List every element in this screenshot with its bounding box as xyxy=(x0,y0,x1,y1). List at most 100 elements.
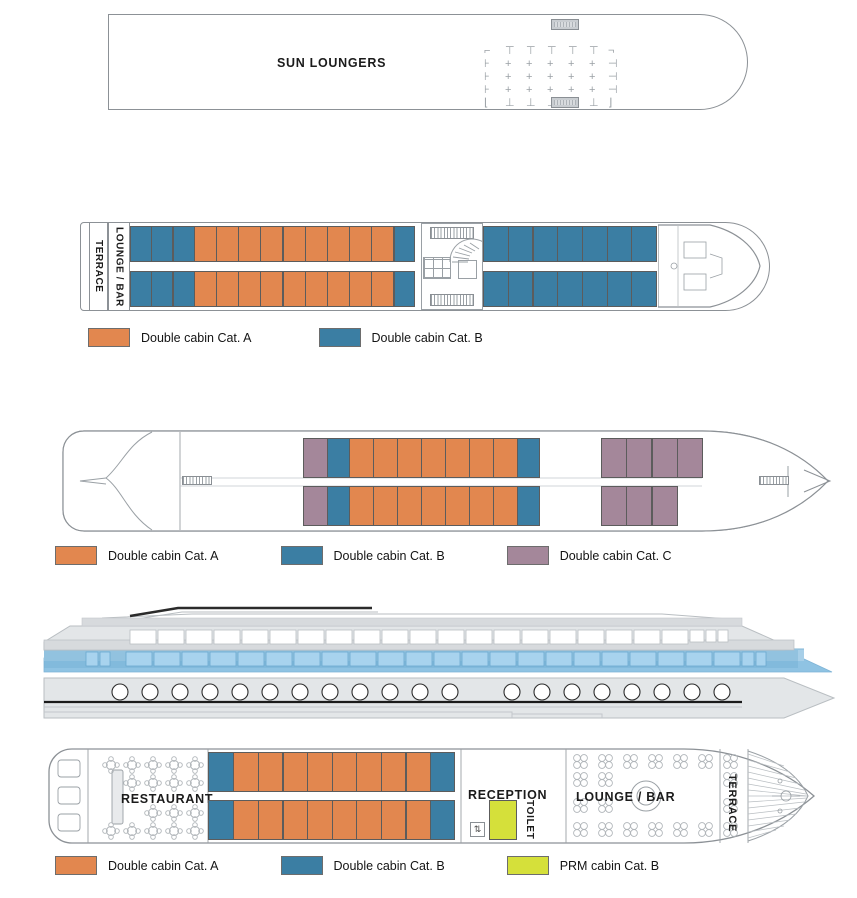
restaurant-tables xyxy=(98,754,208,840)
cabin-cat-b[interactable] xyxy=(208,800,235,840)
cabin-cat-c[interactable] xyxy=(303,438,328,478)
cabin-cat-b[interactable] xyxy=(582,271,608,307)
cabin-cat-a[interactable] xyxy=(331,800,358,840)
upper-deck-label-terrace: TERRACE xyxy=(89,223,108,310)
cabin-cat-b[interactable] xyxy=(532,271,559,307)
cabin-cat-a[interactable] xyxy=(258,752,284,792)
cabin-cat-a[interactable] xyxy=(282,800,308,840)
middle-deck-forward-row-starboard xyxy=(601,486,680,526)
cabin-cat-a[interactable] xyxy=(238,271,262,307)
cabin-cat-a[interactable] xyxy=(356,752,382,792)
cabin-cat-b[interactable] xyxy=(393,271,415,307)
cabin-cat-b[interactable] xyxy=(517,486,541,526)
cabin-cat-a[interactable] xyxy=(282,226,306,262)
cabin-cat-a[interactable] xyxy=(282,271,306,307)
cabin-cat-b[interactable] xyxy=(483,271,509,307)
legend-label: Double cabin Cat. B xyxy=(333,858,445,873)
cabin-cat-b[interactable] xyxy=(557,271,583,307)
cabin-cat-b[interactable] xyxy=(172,271,195,307)
cabin-cat-a[interactable] xyxy=(371,271,395,307)
cabin-cat-a[interactable] xyxy=(193,226,217,262)
cabin-cat-b[interactable] xyxy=(582,226,608,262)
cabin-cat-b[interactable] xyxy=(208,752,235,792)
cabin-cat-a[interactable] xyxy=(233,752,259,792)
cabin-cat-b[interactable] xyxy=(507,226,534,262)
cabin-cat-b[interactable] xyxy=(327,438,351,478)
cabin-cat-b[interactable] xyxy=(130,271,153,307)
cabin-cat-b[interactable] xyxy=(483,226,509,262)
cabin-cat-a[interactable] xyxy=(469,438,494,478)
cabin-cat-c[interactable] xyxy=(303,486,328,526)
cabin-cat-a[interactable] xyxy=(307,800,333,840)
cabin-cat-a[interactable] xyxy=(349,438,375,478)
legend-label: Double cabin Cat. B xyxy=(333,548,445,563)
cabin-cat-b[interactable] xyxy=(130,226,153,262)
cabin-cat-b[interactable] xyxy=(151,226,174,262)
cabin-cat-a[interactable] xyxy=(445,438,470,478)
cabin-cat-a[interactable] xyxy=(327,226,351,262)
cabin-cat-a[interactable] xyxy=(493,438,518,478)
cabin-cat-c[interactable] xyxy=(601,438,628,478)
cabin-cat-b[interactable] xyxy=(517,438,541,478)
cabin-cat-a[interactable] xyxy=(397,486,423,526)
cabin-cat-c[interactable] xyxy=(651,438,678,478)
cabin-cat-a[interactable] xyxy=(445,486,470,526)
cabin-cat-c[interactable] xyxy=(626,486,653,526)
cabin-cat-b[interactable] xyxy=(327,486,351,526)
cabin-cat-b[interactable] xyxy=(631,226,657,262)
cabin-cat-a[interactable] xyxy=(469,486,494,526)
cabin-cat-a[interactable] xyxy=(304,226,328,262)
cabin-cat-b[interactable] xyxy=(557,226,583,262)
cabin-cat-a[interactable] xyxy=(356,800,382,840)
cabin-cat-a[interactable] xyxy=(405,800,431,840)
cabin-cat-a[interactable] xyxy=(493,486,518,526)
legend-item: Double cabin Cat. A xyxy=(55,856,219,875)
cabin-cat-a[interactable] xyxy=(371,226,395,262)
cabin-cat-a[interactable] xyxy=(405,752,431,792)
cabin-cat-a[interactable] xyxy=(380,800,407,840)
cabin-cat-a[interactable] xyxy=(349,226,373,262)
cabin-cat-a[interactable] xyxy=(421,486,446,526)
cabin-cat-a[interactable] xyxy=(216,226,240,262)
legend-label: PRM cabin Cat. B xyxy=(559,858,660,873)
cabin-cat-c[interactable] xyxy=(676,438,703,478)
cabin-cat-a[interactable] xyxy=(421,438,446,478)
cabin-cat-a[interactable] xyxy=(233,800,259,840)
cabin-cat-a[interactable] xyxy=(373,438,399,478)
elevator-icon[interactable]: ⇅ xyxy=(470,822,485,837)
cabin-cat-a[interactable] xyxy=(373,486,399,526)
cabin-cat-b[interactable] xyxy=(430,752,456,792)
cabin-cat-a[interactable] xyxy=(349,271,373,307)
cabin-cat-b[interactable] xyxy=(606,271,633,307)
cabin-cat-b[interactable] xyxy=(507,271,534,307)
cabin-cat-c[interactable] xyxy=(601,486,628,526)
cabin-cat-a[interactable] xyxy=(260,226,284,262)
cabin-cat-a[interactable] xyxy=(216,271,240,307)
cabin-cat-a[interactable] xyxy=(258,800,284,840)
cabin-cat-a[interactable] xyxy=(238,226,262,262)
cabin-cat-a[interactable] xyxy=(397,438,423,478)
cabin-cat-a[interactable] xyxy=(260,271,284,307)
main-deck-row-port xyxy=(208,752,462,792)
cabin-cat-c[interactable] xyxy=(626,438,653,478)
cabin-cat-b[interactable] xyxy=(606,226,633,262)
cabin-cat-b[interactable] xyxy=(430,800,456,840)
legend-label: Double cabin Cat. A xyxy=(141,330,252,345)
cabin-prm-cat-b[interactable] xyxy=(489,800,518,840)
cabin-cat-a[interactable] xyxy=(331,752,358,792)
cabin-cat-b[interactable] xyxy=(532,226,559,262)
cabin-cat-a[interactable] xyxy=(307,752,333,792)
cabin-cat-a[interactable] xyxy=(193,271,217,307)
cabin-cat-b[interactable] xyxy=(151,271,174,307)
cabin-cat-a[interactable] xyxy=(304,271,328,307)
cabin-cat-b[interactable] xyxy=(393,226,415,262)
cabin-cat-b[interactable] xyxy=(631,271,657,307)
cabin-cat-a[interactable] xyxy=(282,752,308,792)
cabin-cat-c[interactable] xyxy=(651,486,678,526)
cabin-cat-b[interactable] xyxy=(172,226,195,262)
stairs-forward-icon xyxy=(430,227,474,239)
cabin-cat-a[interactable] xyxy=(380,752,407,792)
cabin-cat-a[interactable] xyxy=(349,486,375,526)
legend-swatch-cat-b xyxy=(280,856,323,875)
cabin-cat-a[interactable] xyxy=(327,271,351,307)
